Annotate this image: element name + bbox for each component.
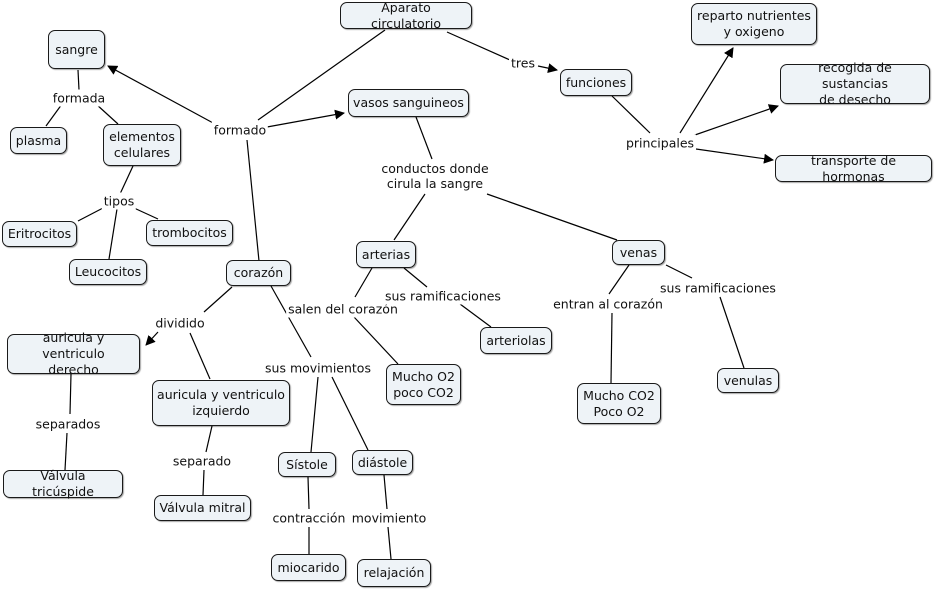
link-label-tipos: tipos: [101, 192, 137, 210]
concept-valvula-mitral[interactable]: Válvula mitral: [154, 495, 251, 521]
concept-relajacion[interactable]: relajación: [357, 559, 431, 587]
link-venas-susram: [665, 264, 693, 279]
link-dividido-auriculaDer: [145, 331, 159, 346]
link-auriculaIzq-separado: [205, 425, 213, 453]
concept-plasma[interactable]: plasma: [10, 127, 67, 154]
link-principales-reparto: [679, 47, 734, 134]
link-susram-venulas: [719, 296, 745, 369]
link-label-ramificaciones-venas: sus ramificaciones: [658, 279, 778, 297]
link-tipos-eritrocitos: [77, 207, 104, 222]
link-label-conductos: conductos donde cirula la sangre: [379, 160, 491, 192]
concept-reparto[interactable]: reparto nutrientes y oxigeno: [691, 3, 817, 45]
link-corazon-dividido: [203, 286, 233, 313]
link-separado-mitral: [202, 469, 205, 496]
link-dividido-auriculaIzq: [189, 332, 211, 380]
link-salen-mucho02: [353, 316, 399, 365]
link-formada-elementos: [95, 103, 119, 125]
concept-recogida[interactable]: recogida de sustancias de desecho: [780, 60, 930, 107]
link-tres-funciones: [537, 63, 558, 74]
link-label-movimiento: movimiento: [349, 509, 429, 527]
link-label-entran: entran al corazón: [551, 295, 665, 313]
link-susmov-sistole: [310, 376, 319, 453]
link-label-dividido: dividido: [153, 314, 207, 332]
concept-venas[interactable]: venas: [612, 240, 665, 265]
link-formado-corazon: [246, 139, 260, 262]
concept-transporte[interactable]: transporte de hormonas: [775, 153, 932, 184]
link-principales-transporte: [695, 148, 774, 164]
concept-arterias[interactable]: arterias: [356, 241, 416, 268]
link-label-movimientos: sus movimientos: [263, 359, 373, 377]
concept-mucho-co2[interactable]: Mucho CO2 Poco O2: [577, 383, 661, 424]
link-susmov-diastole: [331, 376, 369, 451]
concept-valvula-tricuspide[interactable]: Válvula tricúspide: [3, 468, 123, 499]
link-separados-tricuspide: [64, 432, 68, 471]
link-sangre-formada: [77, 69, 80, 91]
link-vasos-conductos: [415, 116, 433, 160]
link-label-contraccion: contracción: [270, 509, 348, 527]
concept-vasos-sanguineos[interactable]: vasos sanguineos: [348, 89, 469, 117]
link-tipos-leucocitos: [108, 208, 118, 260]
link-arterias-salen: [354, 267, 373, 298]
link-label-ramificaciones-arterias: sus ramificaciones: [383, 287, 503, 305]
concept-auricula-izquierdo[interactable]: auricula y ventriculo izquierdo: [152, 380, 290, 426]
link-aparato-formado: [257, 29, 386, 121]
link-movimiento-relajacion: [387, 526, 392, 560]
link-venas-entran: [608, 264, 630, 295]
link-auriculaDer-separados: [69, 373, 72, 415]
concept-sangre[interactable]: sangre: [48, 30, 105, 69]
link-arterias-susram: [403, 267, 428, 288]
link-susram-arteriolas: [459, 303, 492, 328]
concept-funciones[interactable]: funciones: [560, 69, 632, 96]
link-conductos-arterias: [393, 193, 426, 241]
link-formado-sangre: [107, 65, 216, 125]
link-formado-vasos: [266, 109, 345, 128]
link-diastole-movimiento: [383, 474, 388, 510]
link-label-separados: separados: [33, 415, 103, 433]
link-conductos-venas: [486, 193, 618, 241]
concept-mucho-o2[interactable]: Mucho O2 poco CO2: [386, 364, 461, 405]
concept-miocarido[interactable]: miocarido: [271, 554, 346, 581]
concept-elementos-celulares[interactable]: elementos celulares: [103, 124, 181, 166]
concept-trombocitos[interactable]: trombocitos: [146, 220, 233, 246]
link-corazon-susmov: [270, 285, 312, 358]
link-label-formada: formada: [50, 89, 108, 107]
concept-venulas[interactable]: venulas: [717, 368, 779, 393]
link-label-formado: formado: [211, 121, 269, 139]
concept-leucocitos[interactable]: Leucocitos: [69, 259, 147, 285]
concept-arteriolas[interactable]: arteriolas: [480, 327, 552, 354]
link-principales-recogida: [691, 104, 779, 137]
concept-corazon[interactable]: corazón: [226, 260, 291, 286]
link-label-tres: tres: [509, 54, 537, 72]
link-label-salen: salen del corazón: [286, 300, 400, 318]
concept-diastole[interactable]: diástole: [352, 450, 413, 475]
link-label-principales: principales: [623, 134, 697, 152]
link-entran-muchoCO2: [610, 312, 613, 384]
concept-sistole[interactable]: Sístole: [278, 452, 336, 477]
link-label-separado: separado: [170, 452, 234, 470]
link-funciones-principales: [611, 95, 651, 134]
link-tipos-trombocitos: [133, 207, 159, 220]
link-sistole-contraccion: [307, 476, 310, 510]
link-elementos-tipos: [119, 165, 134, 195]
link-formada-plasma: [45, 103, 63, 127]
concept-auricula-derecho[interactable]: auricula y ventriculo derecho: [7, 330, 140, 377]
concept-eritrocitos[interactable]: Eritrocitos: [2, 221, 77, 247]
concept-aparato-circulatorio[interactable]: Aparato circulatorio: [340, 0, 472, 31]
link-aparato-tres: [446, 31, 511, 61]
